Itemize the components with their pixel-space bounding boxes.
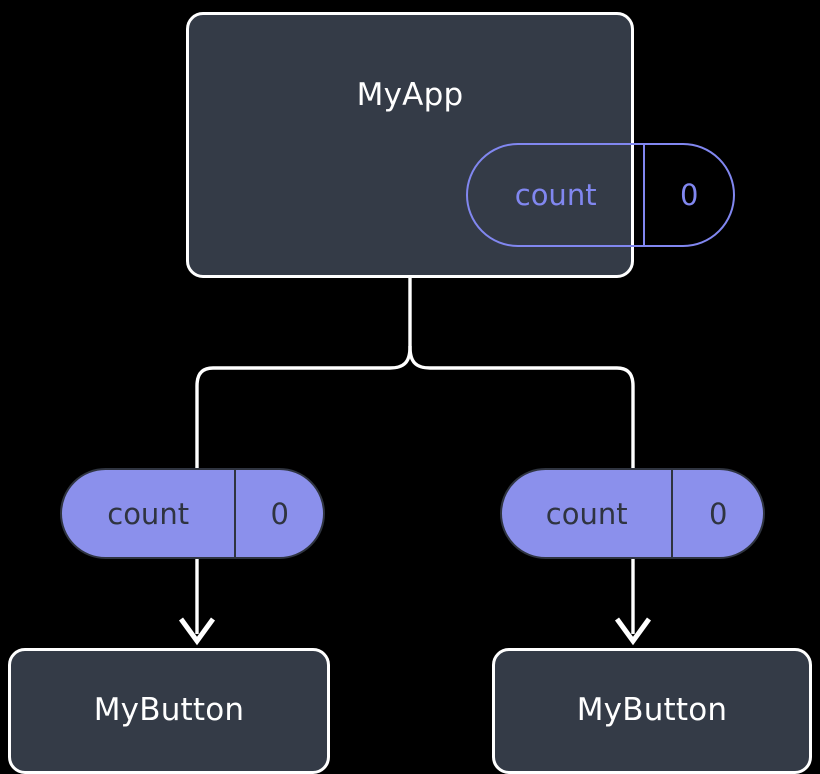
- connector-branch-left: [195, 345, 412, 470]
- app-state-value: 0: [643, 145, 733, 245]
- app-state-pill[interactable]: count 0: [466, 143, 735, 247]
- prop-pill-right-value: 0: [671, 470, 763, 557]
- app-state-key: count: [514, 178, 597, 212]
- connector-branch-right: [408, 345, 635, 470]
- button-node-right[interactable]: MyButton: [492, 648, 812, 774]
- prop-pill-left-value: 0: [234, 470, 323, 557]
- app-node-label: MyApp: [356, 77, 464, 113]
- prop-pill-left[interactable]: count 0: [60, 468, 325, 559]
- button-node-left[interactable]: MyButton: [8, 648, 330, 774]
- arrow-head-right-icon: [614, 617, 652, 646]
- prop-pill-right[interactable]: count 0: [500, 468, 765, 559]
- arrow-head-left-icon: [178, 617, 216, 646]
- button-node-left-label: MyButton: [93, 692, 245, 728]
- prop-pill-left-key: count: [107, 496, 190, 531]
- app-node[interactable]: MyApp count 0: [186, 12, 735, 278]
- prop-pill-right-key: count: [545, 496, 628, 531]
- button-node-right-label: MyButton: [576, 692, 728, 728]
